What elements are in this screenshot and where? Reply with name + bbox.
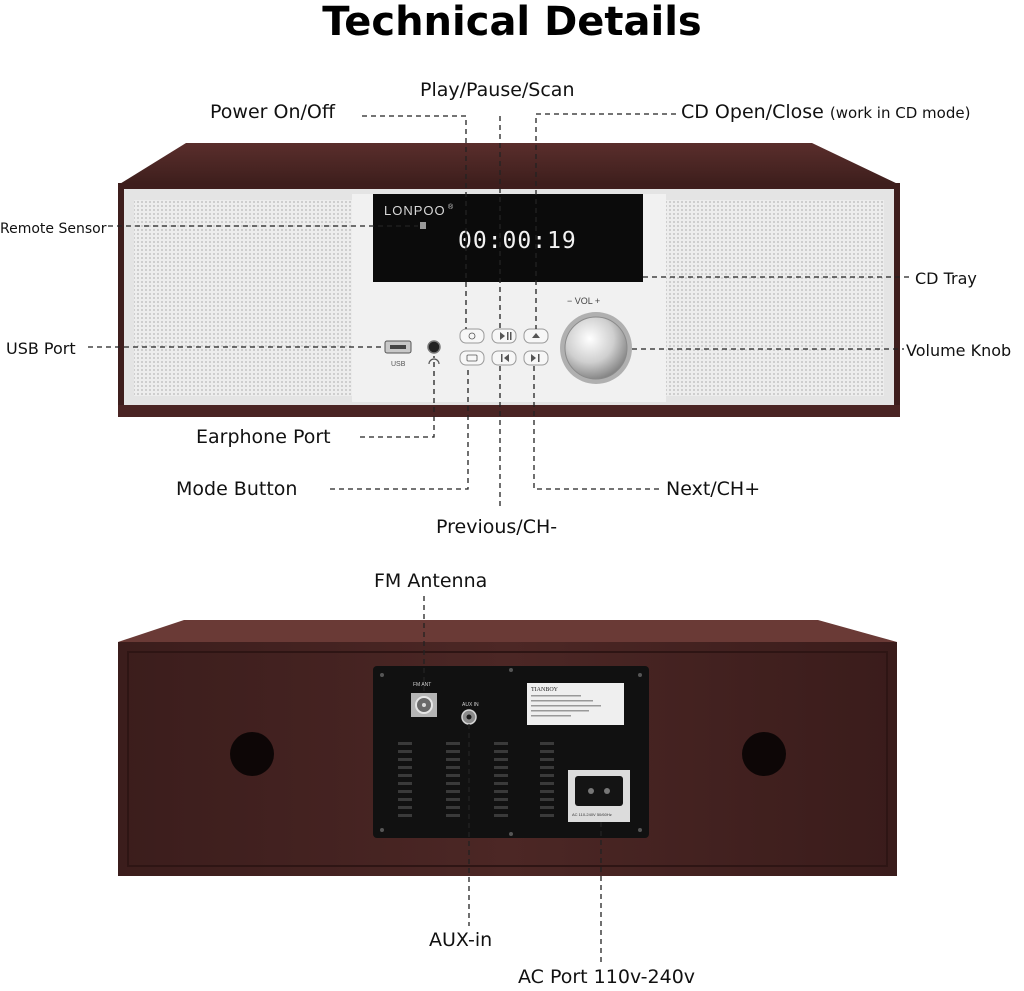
- page-title: Technical Details: [322, 0, 702, 45]
- back-leader-lines: [423, 596, 602, 962]
- label-previous-ch: Previous/CH-: [436, 516, 558, 538]
- ac-port[interactable]: [575, 776, 623, 806]
- right-speaker-grill: [666, 200, 884, 396]
- front-unit: LONPOO ® 00:00:19 USB: [118, 143, 900, 417]
- label-volume-knob: Volume Knob: [906, 341, 1012, 360]
- mode-button[interactable]: [459, 350, 485, 366]
- front-leader-lines: [88, 113, 912, 510]
- usb-caption: USB: [391, 361, 406, 368]
- front-bottom-trim: [118, 405, 900, 417]
- label-cd-open-close-note: (work in CD mode): [829, 104, 971, 122]
- back-inner-frame: [127, 651, 888, 867]
- label-fm-antenna: FM Antenna: [374, 570, 488, 592]
- nameplate-brand: TIANBOY: [531, 687, 559, 693]
- volume-knob[interactable]: [564, 316, 628, 380]
- display-digits: 00:00:19: [458, 228, 577, 254]
- front-top-surface: [118, 143, 900, 185]
- label-remote-sensor: Remote Sensor: [0, 221, 107, 237]
- label-earphone-port: Earphone Port: [196, 426, 331, 448]
- vent-slots: [398, 742, 554, 817]
- power-button[interactable]: [459, 328, 485, 344]
- display-window: [373, 194, 643, 282]
- label-ac-port: AC Port 110v-240v: [518, 966, 696, 988]
- label-play-pause-scan: Play/Pause/Scan: [420, 79, 575, 101]
- remote-sensor: [420, 222, 426, 229]
- brand-registered-mark: ®: [448, 203, 454, 211]
- headphone-icon: [428, 358, 440, 365]
- left-speaker-grill: [134, 200, 352, 396]
- left-bass-port: [230, 732, 274, 776]
- button-row-bottom: [459, 350, 549, 366]
- label-usb-port: USB Port: [6, 339, 76, 358]
- aux-tag: AUX IN: [462, 702, 479, 708]
- label-next-ch: Next/CH+: [666, 478, 761, 500]
- label-cd-open-close-text: CD Open/Close: [681, 101, 824, 123]
- fm-tag: FM ANT: [413, 682, 431, 688]
- label-power: Power On/Off: [210, 101, 335, 123]
- brand-logo: LONPOO: [384, 203, 446, 218]
- nameplate: [527, 683, 624, 725]
- label-cd-tray: CD Tray: [915, 269, 977, 288]
- label-cd-open-close: CD Open/Close (work in CD mode): [681, 101, 970, 124]
- volume-caption: − VOL +: [567, 296, 600, 306]
- label-mode-button: Mode Button: [176, 478, 298, 500]
- ac-tag: AC 110-240V 50/60Hz: [572, 812, 612, 817]
- back-top-surface: [118, 620, 897, 642]
- button-row-top: [459, 328, 549, 344]
- earphone-port[interactable]: [427, 340, 441, 354]
- right-bass-port: [742, 732, 786, 776]
- label-aux-in: AUX-in: [429, 929, 493, 951]
- back-unit: FM ANT AUX IN TIANBOY AC 110-240V 50/60H…: [118, 620, 897, 876]
